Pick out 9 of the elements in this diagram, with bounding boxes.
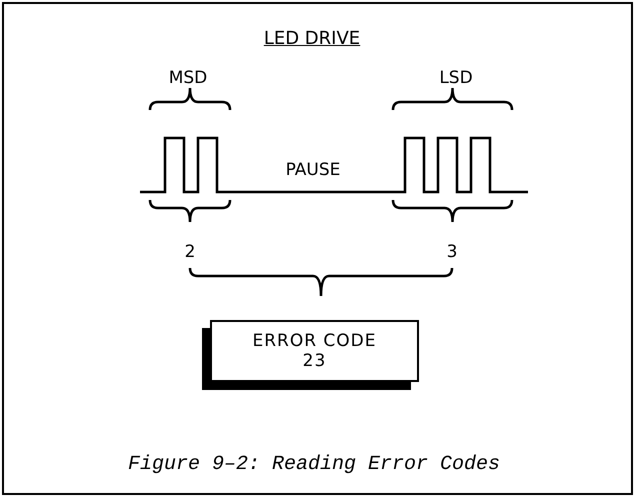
digit-label: 2 bbox=[184, 244, 196, 261]
code-value: 23 bbox=[302, 351, 326, 372]
pause-label: PAUSE bbox=[286, 162, 340, 179]
digit-label: 3 bbox=[446, 244, 458, 261]
title: LED DRIVE bbox=[264, 30, 360, 48]
signal-label: LSD bbox=[439, 70, 473, 87]
heading-text: ERROR CODE bbox=[252, 330, 377, 351]
signal-label: MSD bbox=[168, 70, 208, 87]
caption: Figure 9–2: Reading Error Codes bbox=[128, 455, 500, 475]
